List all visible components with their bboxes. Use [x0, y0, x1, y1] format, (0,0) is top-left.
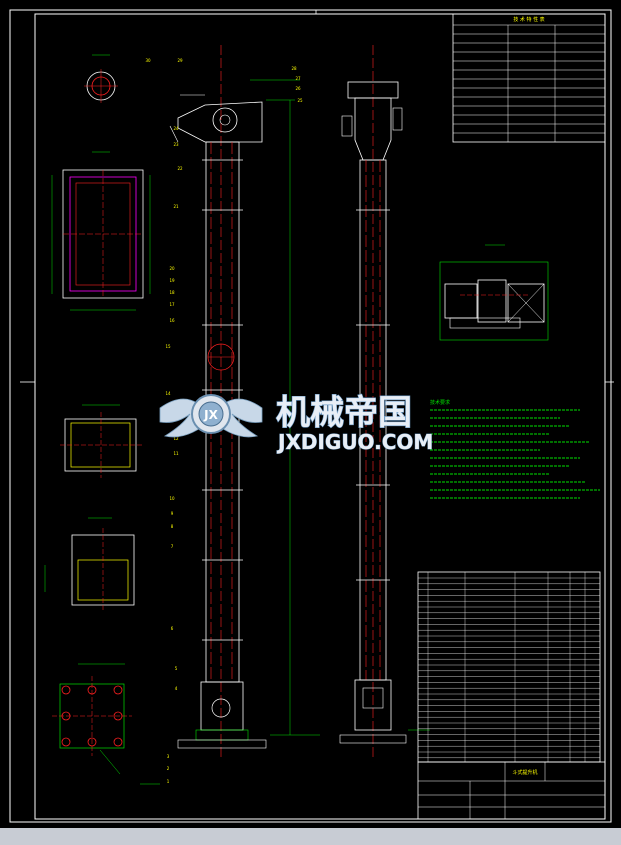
top-circle-view: [84, 54, 118, 103]
callout-labels: 1234567891011121314151617181920212223242…: [145, 58, 303, 784]
flange-plan-view: [51, 151, 151, 311]
callout-number: 29: [177, 58, 183, 63]
callout-number: 10: [169, 496, 175, 501]
middle-section-view: [60, 404, 142, 478]
callout-number: 27: [295, 76, 301, 81]
callout-number: 18: [169, 290, 175, 295]
callout-number: 19: [169, 278, 175, 283]
watermark-brand-en: JXDIGUO.COM: [276, 430, 433, 454]
anchor-bolt: [113, 737, 123, 747]
callout-number: 2: [167, 766, 170, 771]
bottom-status-strip: [0, 828, 621, 845]
lower-section-view: [44, 517, 135, 610]
notes-heading: 技术要求: [430, 399, 450, 406]
cad-drawing: 技 术 特 性 表: [9, 9, 614, 823]
outer-frame: [9, 9, 612, 823]
specs-table-title: 技 术 特 性 表: [513, 16, 544, 23]
anchor-bolt: [113, 711, 123, 721]
callout-number: 22: [177, 166, 183, 171]
drive-unit-view: [439, 244, 549, 341]
watermark-brand-cn: 机械帝国: [276, 393, 412, 433]
callout-number: 16: [169, 318, 175, 323]
callout-number: 4: [175, 686, 178, 691]
callout-number: 1: [167, 779, 170, 784]
callout-number: 23: [173, 142, 179, 147]
callout-number: 5: [175, 666, 178, 671]
inner-frame: [34, 13, 606, 820]
drawing-name: 斗式提升机: [512, 769, 537, 776]
callout-number: 20: [169, 266, 175, 271]
anchor-bolt: [87, 737, 97, 747]
watermark-logo: JX 机械帝国 JXDIGUO.COM: [159, 392, 434, 454]
anchor-bolt-layout: [52, 663, 160, 785]
anchor-bolt: [113, 685, 123, 695]
callout-number: 14: [165, 391, 171, 396]
callout-number: 12: [173, 436, 179, 441]
svg-text:JX: JX: [203, 408, 218, 422]
technical-notes: 技术要求: [430, 399, 600, 499]
callout-number: 17: [169, 302, 175, 307]
callout-number: 8: [171, 524, 174, 529]
callout-number: 6: [171, 626, 174, 631]
callout-number: 11: [173, 451, 179, 456]
specs-table: 技 术 特 性 表: [452, 13, 606, 143]
elevator-side-view: [339, 45, 430, 760]
anchor-bolt: [61, 737, 71, 747]
callout-number: 21: [173, 204, 179, 209]
callout-number: 24: [173, 126, 179, 131]
callout-number: 7: [171, 544, 174, 549]
callout-number: 26: [295, 86, 301, 91]
anchor-bolt: [87, 685, 97, 695]
anchor-bolt: [61, 711, 71, 721]
anchor-bolt: [61, 685, 71, 695]
callout-number: 3: [167, 754, 170, 759]
gear-icon: JX: [159, 394, 263, 438]
callout-number: 30: [145, 58, 151, 63]
callout-number: 15: [165, 344, 171, 349]
title-block: 斗式提升机: [417, 761, 606, 820]
callout-number: 25: [297, 98, 303, 103]
parts-list: [417, 571, 601, 763]
callout-number: 28: [291, 66, 297, 71]
callout-number: 9: [171, 511, 174, 516]
